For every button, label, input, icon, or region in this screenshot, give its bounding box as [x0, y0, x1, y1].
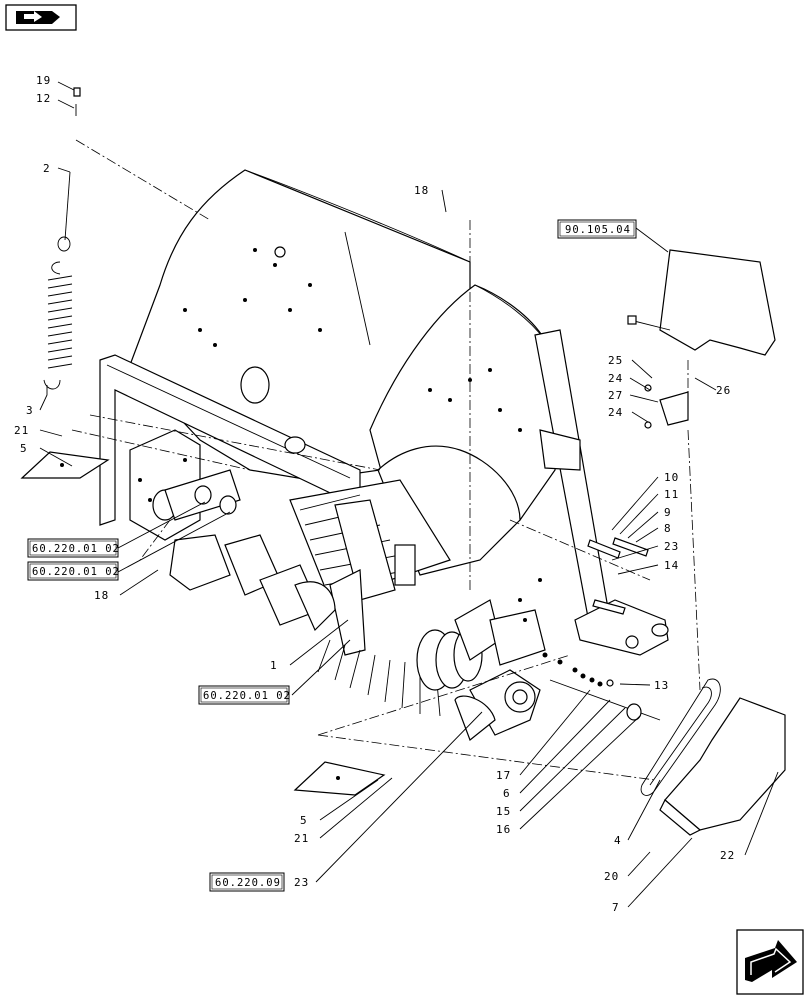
callout-12: 12 — [36, 92, 51, 105]
callout-11: 11 — [664, 488, 679, 501]
callout-6: 6 — [503, 787, 511, 800]
next-page-arrow-icon[interactable] — [736, 929, 804, 995]
callout-2: 2 — [43, 162, 51, 175]
reference-60-220-09-label: 60.220.09 — [215, 877, 281, 889]
callout-18-top: 18 — [414, 184, 429, 197]
leader-lines — [39, 81, 779, 908]
callout-5-bottom: 5 — [300, 814, 308, 827]
callout-3: 3 — [26, 404, 34, 417]
reference-60-220-01-02-a-label: 60.220.01 02 — [32, 543, 120, 555]
callout-20: 20 — [604, 870, 619, 883]
callout-numbers: 19 12 2 3 21 5 18 18 25 24 27 24 26 10 1… — [14, 74, 735, 914]
callout-18-left: 18 — [94, 589, 109, 602]
reference-60-220-09[interactable]: 60.220.09 — [209, 872, 285, 892]
callout-13: 13 — [654, 679, 669, 692]
belt-and-guard — [640, 678, 786, 836]
callout-19: 19 — [36, 74, 51, 87]
reference-60-220-01-02-c[interactable]: 60.220.01 02 — [198, 685, 291, 705]
callout-23-right: 23 — [664, 540, 679, 553]
callout-14: 14 — [664, 559, 679, 572]
plates — [20, 451, 386, 796]
reference-90-105-04[interactable]: 90.105.04 — [557, 219, 637, 239]
reference-60-220-01-02-b-label: 60.220.01 02 — [32, 566, 120, 578]
callout-27: 27 — [608, 389, 623, 402]
callout-10: 10 — [664, 471, 679, 484]
reference-60-220-01-02-b[interactable]: 60.220.01 02 — [27, 561, 120, 581]
callout-5-top: 5 — [20, 442, 28, 455]
callout-23-bottom: 23 — [294, 876, 309, 889]
top-cover — [627, 249, 776, 356]
callout-7: 7 — [612, 901, 620, 914]
callout-26: 26 — [716, 384, 731, 397]
callout-17: 17 — [496, 769, 511, 782]
callout-9: 9 — [664, 506, 672, 519]
spring-assembly — [43, 87, 81, 390]
callout-8: 8 — [664, 522, 672, 535]
callout-1: 1 — [270, 659, 278, 672]
reference-60-220-01-02-a[interactable]: 60.220.01 02 — [27, 538, 120, 558]
reference-90-105-04-label: 90.105.04 — [565, 224, 631, 236]
small-bracket — [644, 384, 689, 429]
callout-24-a: 24 — [608, 372, 623, 385]
callout-16: 16 — [496, 823, 511, 836]
callout-25: 25 — [608, 354, 623, 367]
callout-4: 4 — [614, 834, 622, 847]
callout-22: 22 — [720, 849, 735, 862]
callout-21-bottom: 21 — [294, 832, 309, 845]
back-arrow-icon[interactable] — [5, 4, 77, 31]
callout-15: 15 — [496, 805, 511, 818]
assembly-lines — [71, 139, 701, 781]
baler-frame-assembly — [99, 169, 669, 741]
reference-60-220-01-02-c-label: 60.220.01 02 — [203, 690, 291, 702]
callout-24-b: 24 — [608, 406, 623, 419]
callout-21-top: 21 — [14, 424, 29, 437]
